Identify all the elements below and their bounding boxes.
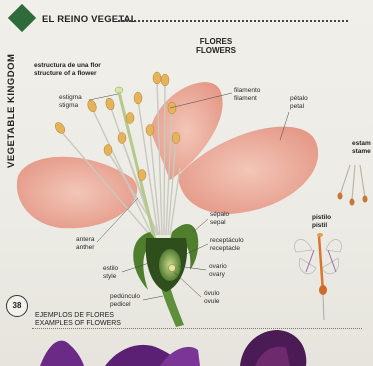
header-divider: [118, 20, 348, 22]
label-anther-es: antera: [76, 236, 94, 244]
label-petal-es: pétalo: [290, 95, 308, 103]
label-filament-es: filamento: [234, 87, 260, 95]
label-ovule: óvulo ovule: [204, 290, 220, 305]
label-ovule-en: ovule: [204, 298, 220, 306]
label-ovary-en: ovary: [209, 271, 227, 279]
label-style: estilo style: [103, 265, 118, 280]
label-ovule-es: óvulo: [204, 290, 220, 298]
diagram-caption: estructura de una flor structure of a fl…: [34, 62, 101, 77]
label-filament-en: filament: [234, 95, 260, 103]
label-ovary-es: ovario: [209, 263, 227, 271]
label-petal: pétalo petal: [290, 95, 308, 110]
stigma-tip: [115, 87, 123, 93]
page-number: 38: [6, 295, 28, 317]
examples-en: EXAMPLES OF FLOWERS: [35, 320, 121, 328]
label-stigma-es: estigma: [59, 94, 82, 102]
label-pedicel-en: pedicel: [110, 301, 140, 309]
label-style-en: style: [103, 273, 118, 281]
label-pedicel: pedúnculo pedicel: [110, 293, 140, 308]
heading-en: FLOWERS: [196, 46, 236, 55]
label-receptacle: receptáculo receptacle: [210, 237, 244, 252]
label-ovary: ovario ovary: [209, 263, 227, 278]
label-filament: filamento filament: [234, 87, 260, 102]
caption-es: estructura de una flor: [34, 62, 101, 70]
example-flowers: [40, 330, 306, 366]
label-sepal-en: sepal: [210, 219, 229, 227]
label-stigma-en: stigma: [59, 102, 82, 110]
label-receptacle-en: receptacle: [210, 245, 244, 253]
label-anther-en: anther: [76, 244, 94, 252]
label-pistil-es: pistilo: [312, 214, 331, 222]
caption-en: structure of a flower: [34, 70, 101, 78]
label-anther: antera anther: [76, 236, 94, 251]
label-stamen-en: stame: [352, 148, 371, 156]
label-pedicel-es: pedúnculo: [110, 293, 140, 301]
label-style-es: estilo: [103, 265, 118, 273]
examples-heading: EJEMPLOS DE FLORES EXAMPLES OF FLOWERS: [35, 312, 121, 328]
label-petal-en: petal: [290, 103, 308, 111]
label-stamen: estam stame: [352, 140, 371, 155]
label-pistil: pistilo pistil: [312, 214, 331, 229]
label-stamen-es: estam: [352, 140, 371, 148]
stamen-mini: [338, 165, 368, 206]
label-pistil-en: pistil: [312, 222, 331, 230]
label-sepal-es: sépalo: [210, 211, 229, 219]
label-receptacle-es: receptáculo: [210, 237, 244, 245]
side-section-title: VEGETABLE KINGDOM: [6, 54, 17, 168]
pistil-mini: [295, 233, 342, 320]
page-heading: FLORES FLOWERS: [196, 37, 236, 55]
examples-divider: [32, 328, 362, 329]
style: [119, 92, 155, 240]
petal-left: [17, 157, 137, 229]
examples-es: EJEMPLOS DE FLORES: [35, 312, 121, 320]
heading-es: FLORES: [196, 37, 236, 46]
ovule: [169, 265, 176, 272]
label-sepal: sépalo sepal: [210, 211, 229, 226]
label-stigma: estigma stigma: [59, 94, 82, 109]
